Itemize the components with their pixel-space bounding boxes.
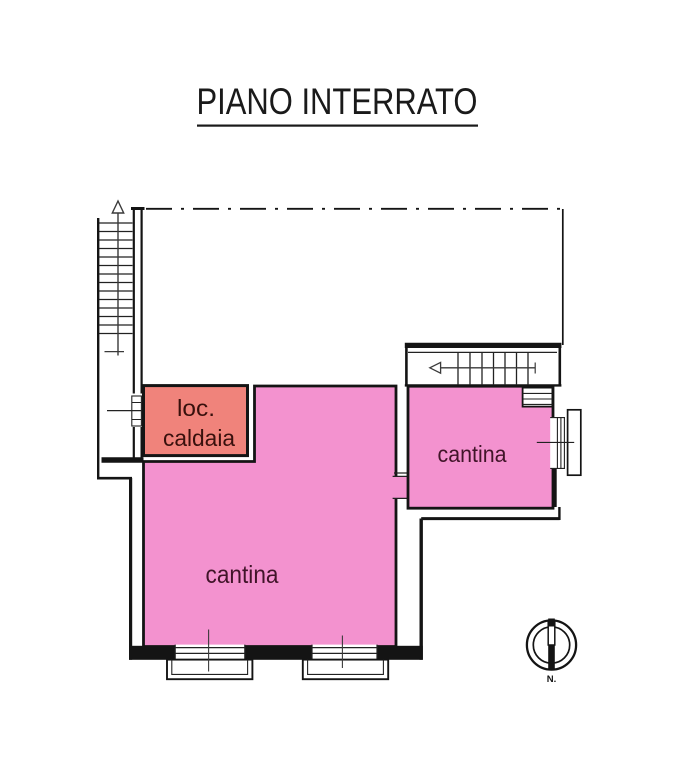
cantina-main-label: cantina [206, 561, 279, 589]
room-cantina-right: cantina [406, 384, 561, 521]
window-bottom-middle [301, 635, 390, 681]
site-boundary-line [146, 207, 564, 345]
stair-direction-arrow [428, 361, 536, 375]
north-label: N. [547, 674, 557, 685]
stair-landing-steps [521, 386, 554, 408]
stair-treads [99, 222, 133, 335]
compass-needle-south-half [548, 645, 555, 670]
page-title: PIANO INTERRATO [197, 81, 478, 122]
window-right [536, 408, 582, 477]
boiler-room-door [107, 395, 159, 427]
boiler-label-line1: loc. [177, 395, 215, 421]
room-loc-caldaia: loc. caldaia [142, 384, 249, 458]
upper-staircase [404, 342, 562, 387]
cantina-right-label: cantina [438, 441, 507, 467]
compass-rose: N. [525, 618, 578, 685]
boiler-label-line2: caldaia [163, 425, 235, 451]
left-staircase [97, 199, 159, 480]
window-sill [166, 658, 254, 681]
window-bottom-left [166, 629, 254, 681]
stair-up-arrow [104, 199, 125, 356]
plan-title-block: PIANO INTERRATO [197, 81, 478, 127]
stair-treads [457, 352, 529, 385]
arrow-head-icon [428, 361, 442, 375]
arrow-head-icon [111, 199, 125, 214]
boiler-room-floor [142, 384, 249, 458]
title-underline [197, 124, 478, 127]
window-sill [301, 658, 390, 681]
bottom-exterior-wall [129, 645, 423, 660]
